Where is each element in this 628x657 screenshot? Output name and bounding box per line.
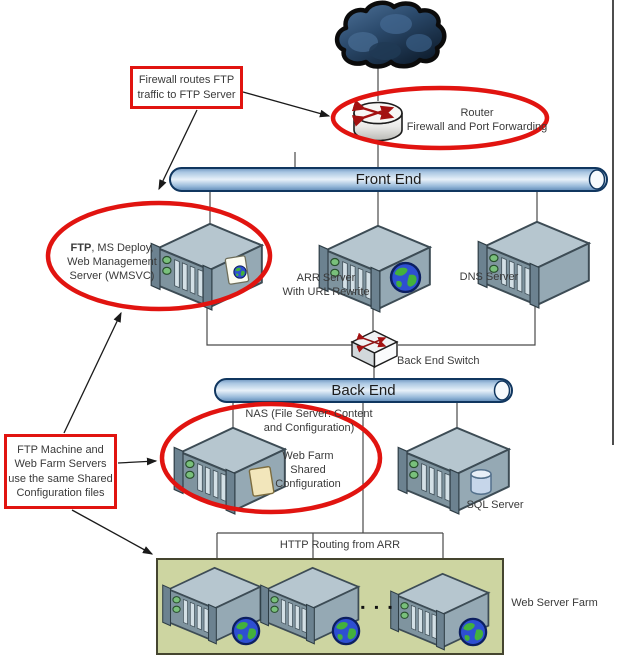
highlight-ellipse-router bbox=[330, 85, 550, 151]
arrow-firewall-to-ftp bbox=[158, 109, 198, 191]
callout-arrows bbox=[63, 91, 331, 555]
front-end-label: Front End bbox=[355, 171, 422, 188]
router-icon bbox=[351, 99, 403, 142]
web-globe-icon-3 bbox=[458, 617, 488, 647]
ftp-server-label: FTP, MS Deploy, Web Management Server (W… bbox=[52, 228, 172, 284]
config-file-icon bbox=[248, 466, 275, 497]
arr-server-label: ARR Server With URL Rewrite bbox=[282, 272, 370, 298]
shared-config-label: Web Farm Shared Configuration bbox=[275, 450, 341, 490]
web-globe-icon-2 bbox=[331, 616, 361, 646]
arrow-firewall-to-router bbox=[242, 91, 331, 118]
cloud-icon bbox=[334, 0, 447, 69]
front-end-pipe bbox=[169, 167, 608, 192]
database-icon bbox=[470, 469, 492, 495]
router-arrows-icon bbox=[351, 99, 395, 127]
http-routing-label: HTTP Routing from ARR bbox=[279, 539, 401, 551]
ftp-label-rest: , MS Deploy, Web Management Server (WMSV… bbox=[67, 241, 157, 282]
arrow-shared-to-farm bbox=[71, 509, 154, 555]
arrow-shared-to-ftp bbox=[63, 311, 122, 434]
callout-shared-config: FTP Machine and Web Farm Servers use the… bbox=[4, 434, 117, 509]
nas-server-label: NAS (File Server: Content and Configurat… bbox=[245, 408, 373, 434]
web-globe-icon-1 bbox=[231, 616, 261, 646]
highlight-ellipses bbox=[45, 85, 550, 515]
back-end-pipe bbox=[214, 378, 513, 403]
switch-icon bbox=[350, 330, 399, 369]
callout-firewall-routes: Firewall routes FTP traffic to FTP Serve… bbox=[130, 66, 243, 109]
highlight-ellipse-ftp bbox=[45, 200, 273, 312]
dns-server-label: DNS Server bbox=[459, 271, 519, 283]
arrow-shared-to-nas bbox=[117, 457, 158, 466]
ftp-label-bold: FTP bbox=[70, 241, 92, 254]
switch-label: Back End Switch bbox=[397, 355, 480, 367]
arr-globe-icon bbox=[389, 261, 422, 294]
highlight-ellipse-nas bbox=[159, 401, 383, 515]
web-server-farm-label: Web Server Farm bbox=[511, 597, 598, 609]
router-label: Router Firewall and Port Forwarding bbox=[406, 107, 548, 133]
dns-server-icon bbox=[477, 220, 590, 309]
back-end-label: Back End bbox=[331, 382, 396, 399]
deploy-page-icon bbox=[224, 255, 250, 285]
sql-server-label: SQL Server bbox=[466, 499, 524, 511]
more-servers-ellipsis: ▪ ▪ ▪ bbox=[360, 600, 396, 614]
